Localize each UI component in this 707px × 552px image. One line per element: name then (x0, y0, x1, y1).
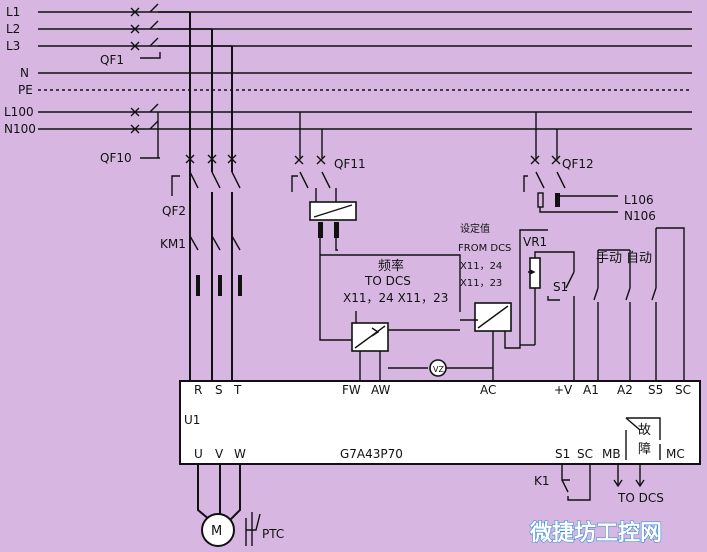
ptc-label: PTC (262, 527, 284, 541)
drive-label: U1 (184, 413, 200, 427)
term-v: V (215, 447, 224, 461)
auto-label: 自动 (626, 251, 652, 266)
term-sc-bottom: SC (577, 447, 593, 461)
drive-model: G7A43P70 (340, 447, 403, 461)
motor-symbol: M (211, 524, 222, 539)
term-u: U (194, 447, 203, 461)
fault-line1: 故 (638, 423, 651, 438)
term-a1: A1 (583, 383, 599, 397)
freq-title: 频率 (378, 258, 404, 274)
potentiometer-vr1 (520, 251, 575, 383)
freq-isolator (320, 254, 461, 383)
setpoint-t2: X11，23 (460, 278, 502, 289)
label-qf2: QF2 (162, 204, 186, 218)
breaker-qf1 (130, 3, 232, 59)
term-s1: S1 (555, 447, 570, 461)
fault-line2: 障 (638, 442, 651, 457)
term-w: W (234, 447, 246, 461)
label-n100: N100 (4, 122, 36, 136)
fault-relay-wiring (561, 464, 645, 501)
term-sc-top: SC (675, 383, 691, 397)
label-l2: L2 (6, 22, 20, 36)
term-mb: MB (602, 447, 621, 461)
vr1-label: VR1 (523, 235, 547, 249)
bus-bars (38, 11, 692, 130)
label-l106: L106 (624, 193, 654, 207)
label-qf12: QF12 (562, 157, 594, 171)
term-s: S (215, 383, 223, 397)
term-ac: AC (480, 383, 496, 397)
label-l3: L3 (6, 39, 20, 53)
term-pv: +V (554, 383, 573, 397)
meter-vz (388, 359, 493, 377)
label-n106: N106 (624, 209, 656, 223)
manual-label: 手动 (596, 251, 622, 266)
breaker-qf10 (130, 103, 160, 159)
label-l100: L100 (4, 105, 34, 119)
power-circuit (171, 12, 242, 383)
term-r: R (194, 383, 202, 397)
label-qf1: QF1 (100, 53, 124, 67)
label-qf10: QF10 (100, 151, 132, 165)
breaker-qf11 (291, 112, 337, 202)
label-km1: KM1 (160, 237, 186, 251)
label-n: N (20, 66, 29, 80)
term-a2: A2 (617, 383, 633, 397)
manual-text: 手动 (596, 251, 622, 266)
mode-contacts (593, 227, 685, 383)
auto-text: 自动 (626, 251, 652, 266)
label-l1: L1 (6, 5, 20, 19)
setpoint-isolator (460, 229, 548, 383)
watermark: 微捷坊工控网 (529, 520, 662, 546)
s1-label: S1 (553, 280, 568, 294)
term-mc: MC (666, 447, 685, 461)
drive-u1 (179, 380, 701, 465)
term-s5: S5 (648, 383, 663, 397)
power-module (309, 201, 357, 341)
freq-to-dcs: TO DCS (364, 274, 411, 288)
breaker-qf12 (523, 112, 618, 213)
setpoint-title: 设定值 (460, 222, 490, 235)
label-qf11: QF11 (334, 157, 366, 171)
freq-terminals: X11，24 X11，23 (343, 291, 448, 305)
fault-to-dcs: TO DCS (617, 491, 664, 505)
label-pe: PE (18, 83, 33, 97)
k1-label: K1 (534, 474, 550, 488)
term-fw: FW (342, 383, 361, 397)
motor (197, 464, 261, 547)
setpoint-t1: X11，24 (460, 261, 502, 272)
term-aw: AW (371, 383, 391, 397)
setpoint-from: FROM DCS (458, 243, 511, 254)
term-t: T (233, 383, 242, 397)
meter-label: VZ (433, 365, 444, 374)
